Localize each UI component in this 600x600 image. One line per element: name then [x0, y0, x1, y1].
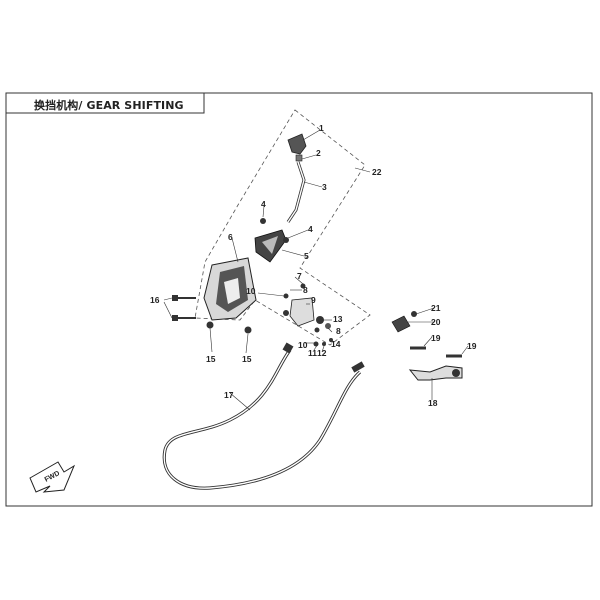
callout-4b: 4 [308, 224, 313, 234]
callout-labels: 1 2 3 22 4 4 6 5 7 8 10 9 13 8 16 15 15 … [150, 123, 477, 408]
callout-10b: 10 [298, 340, 308, 350]
callout-6: 6 [228, 232, 233, 242]
callout-12: 12 [317, 348, 327, 358]
callout-7: 7 [297, 271, 302, 281]
bracket-plate [254, 229, 287, 263]
callout-8b: 8 [336, 326, 341, 336]
callout-18: 18 [428, 398, 438, 408]
callout-4a: 4 [261, 199, 266, 209]
callout-15a: 15 [206, 354, 216, 364]
callout-10a: 10 [246, 286, 256, 296]
callout-13: 13 [333, 314, 343, 324]
title-box [6, 92, 205, 114]
callout-19a: 19 [431, 333, 441, 343]
callout-19b: 19 [467, 341, 477, 351]
shift-arm-assembly [391, 311, 463, 381]
shift-knob [287, 133, 307, 162]
gate-housing [203, 257, 257, 321]
fwd-arrow [29, 461, 76, 493]
callout-5: 5 [304, 251, 309, 261]
callout-11: 11 [308, 348, 317, 358]
callout-3: 3 [322, 182, 327, 192]
callout-16: 16 [150, 295, 160, 305]
callout-9: 9 [311, 295, 316, 305]
callout-2: 2 [316, 148, 321, 158]
callout-1: 1 [319, 123, 324, 133]
assembly-outline [194, 109, 371, 346]
diagram-title: 换挡机构/ GEAR SHIFTING [34, 99, 184, 112]
callout-22: 22 [372, 167, 382, 177]
bolts-16 [176, 297, 196, 319]
callout-20: 20 [431, 317, 441, 327]
callout-17: 17 [224, 390, 234, 400]
drawing-border [5, 92, 593, 507]
leader-lines [163, 129, 469, 411]
callout-15b: 15 [242, 354, 252, 364]
cable-bracket [289, 297, 315, 327]
callout-21: 21 [431, 303, 441, 313]
callout-14: 14 [331, 339, 341, 349]
callout-8a: 8 [303, 285, 308, 295]
